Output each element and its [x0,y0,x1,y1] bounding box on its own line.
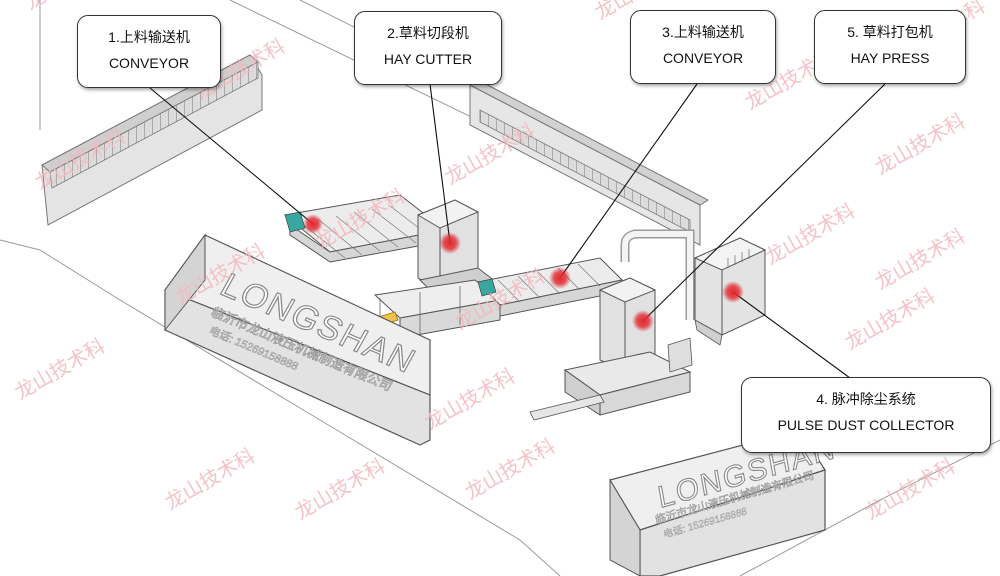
callout-2-cn: 2.草料切段机 [387,25,469,41]
callout-1-en: CONVEYOR [108,55,190,71]
watermark-text: 龙山技术科 [871,109,969,179]
back-wall [468,79,710,246]
callout-conveyor-1: 1.上料输送机 CONVEYOR [77,15,221,88]
leader-line-5 [642,83,886,322]
leader-line-1 [149,87,314,225]
callout-3-cn: 3.上料输送机 [662,24,744,40]
watermark-text: 龙山技术科 [161,444,259,514]
callout-4-cn: 4. 脉冲除尘系统 [816,391,916,407]
marker-1 [303,214,323,234]
watermark-text: 龙山技术科 [11,334,109,404]
callout-hay-press: 5. 草料打包机 HAY PRESS [814,10,966,84]
callout-conveyor-3: 3.上料输送机 CONVEYOR [630,10,776,84]
leader-line-3 [559,83,698,279]
sign-1: LONGSHAN 临沂市龙山液压机械制造有限公司 电话: 15269158888 [164,233,431,446]
callout-5-en: HAY PRESS [850,50,930,66]
marker-2 [439,232,461,254]
watermark-text: 龙山技术科 [421,364,519,434]
watermark-text: 龙山技术科 [841,284,939,354]
watermark-text: 龙山技术科 [291,454,389,524]
callout-3-en: CONVEYOR [662,50,744,66]
watermark-text: 龙山技术科 [761,199,859,269]
callout-2-en: HAY CUTTER [383,51,473,67]
watermark-text: 龙山技术科 [461,434,559,504]
marker-4 [722,281,744,303]
callout-pulse-dust-collector: 4. 脉冲除尘系统 PULSE DUST COLLECTOR [741,377,991,453]
watermark-text: 龙山技术科 [21,0,119,14]
marker-3 [549,267,571,289]
callout-5-cn: 5. 草料打包机 [847,24,933,40]
marker-5 [632,310,654,332]
watermark-text: 龙山技术科 [871,224,969,294]
leader-line-4 [732,291,851,379]
watermark-text: 龙山技术科 [861,454,959,524]
hay-press-drawing [529,277,693,421]
leader-lines [149,83,886,379]
callout-hay-cutter: 2.草料切段机 HAY CUTTER [354,11,502,85]
callout-4-en: PULSE DUST COLLECTOR [777,417,955,433]
leader-line-2 [429,83,451,244]
markers [303,214,744,332]
callout-1-cn: 1.上料输送机 [108,29,190,45]
